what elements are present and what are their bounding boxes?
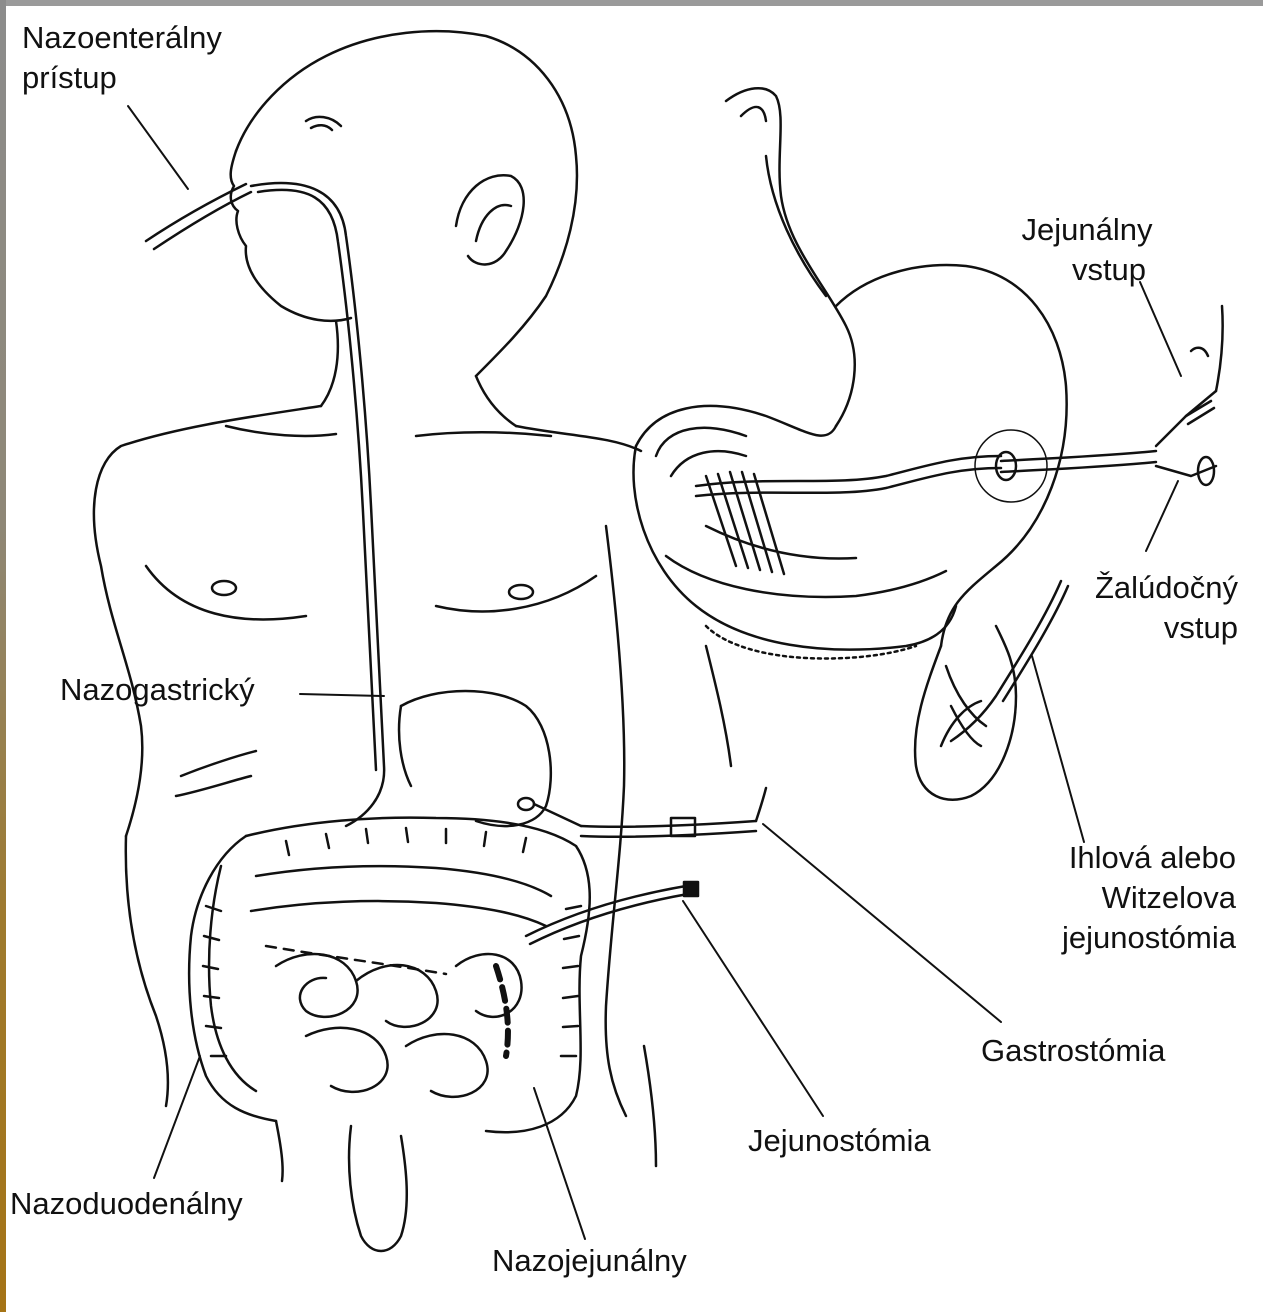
label-gastrostomy: Gastrostómia: [981, 1031, 1165, 1071]
label-jejunostomy: Jejunostómia: [748, 1121, 931, 1161]
label-gastric-port: Žalúdočný vstup: [1066, 568, 1238, 648]
label-nasoenteral-line1: Nazoenterálny: [22, 18, 222, 58]
label-needle-line1: Ihlová alebo: [1016, 838, 1236, 878]
label-nasogastric: Nazogastrický: [60, 670, 255, 710]
label-needle-line2: Witzelova: [1016, 878, 1236, 918]
label-jejunal-port-line2: vstup: [1002, 250, 1172, 290]
label-needle-line3: jejunostómia: [1016, 918, 1236, 958]
intestines: [189, 818, 590, 1251]
label-nasojejunal: Nazojejunálny: [492, 1241, 687, 1281]
label-jejunal-port: Jejunálny vstup: [1002, 210, 1172, 290]
label-nasoenteral-access: Nazoenterálny prístup: [22, 18, 222, 98]
label-nasoenteral-line2: prístup: [22, 58, 222, 98]
label-needle-jejunostomy: Ihlová alebo Witzelova jejunostómia: [1016, 838, 1236, 958]
stoma-tubes: [518, 788, 766, 944]
body-stomach: [399, 691, 551, 826]
detail-stomach: [634, 88, 1223, 800]
label-gastric-port-line2: vstup: [1066, 608, 1238, 648]
nasal-tubes: [146, 183, 384, 826]
label-jejunal-port-line1: Jejunálny: [1002, 210, 1172, 250]
label-gastric-port-line1: Žalúdočný: [1066, 568, 1238, 608]
diagram-canvas: Nazoenterálny prístup Nazogastrický Nazo…: [6, 6, 1263, 1312]
label-nasoduodenal: Nazoduodenálny: [10, 1184, 243, 1224]
